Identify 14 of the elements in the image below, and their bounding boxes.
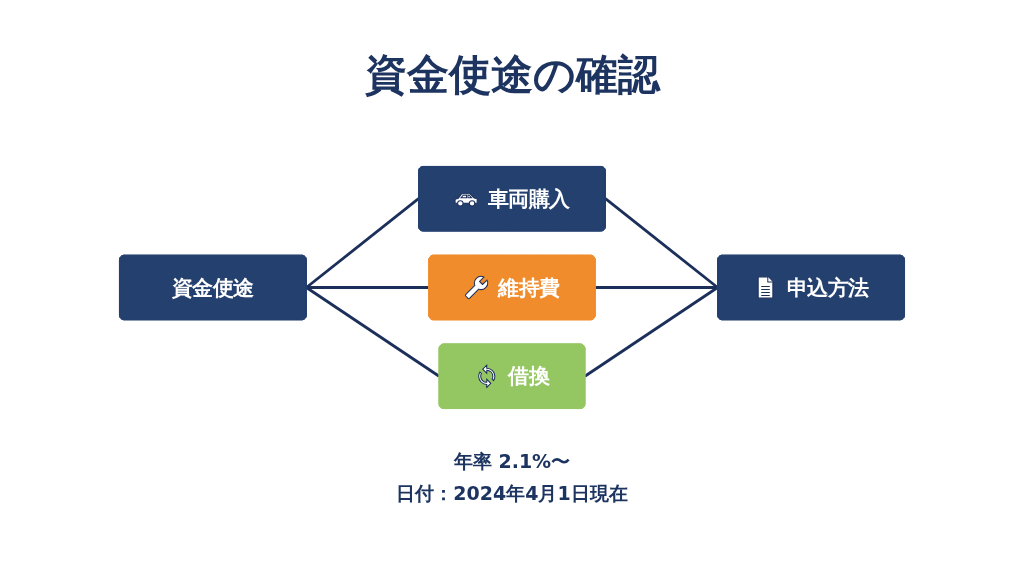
connector-line (306, 286, 429, 289)
process-box: 維持費 (428, 254, 596, 321)
diagram-title: 資金使途の確認 (364, 50, 660, 99)
connector-line (305, 286, 440, 378)
process-box: 車両購入 (418, 166, 606, 232)
process-box: 資金使途 (119, 254, 307, 321)
note-text: 年率 2.1%〜 (453, 449, 571, 474)
connector-line (305, 197, 420, 289)
connector-line (584, 286, 719, 378)
note-text: 日付：2024年4月1日現在 (396, 481, 628, 506)
connector-line (604, 197, 719, 289)
connector-line (595, 286, 718, 289)
process-box: 申込方法 (717, 254, 905, 321)
process-box: 借換 (438, 343, 586, 409)
